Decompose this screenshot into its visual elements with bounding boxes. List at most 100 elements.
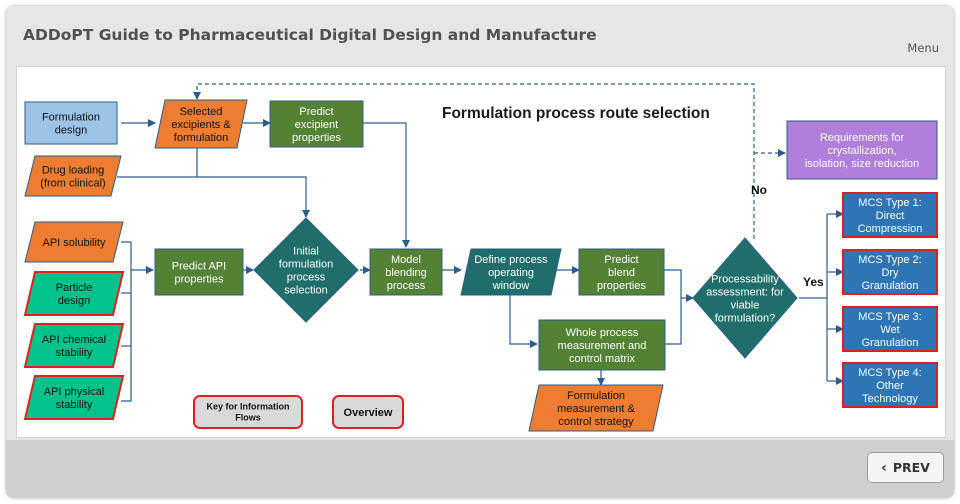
node-mcs1-text: MCS Type 1: xyxy=(858,197,921,209)
node-whole-process-shape xyxy=(538,319,666,371)
node-selected-excipients-text: excipients & xyxy=(171,119,231,131)
diagram-canvas: Formulation process route selection No Y… xyxy=(16,66,946,438)
node-initial-formulation-text: selection xyxy=(284,284,327,296)
edge-define-whole xyxy=(509,292,538,348)
menu-button[interactable]: Menu xyxy=(907,41,939,55)
node-mcs2-text: Dry xyxy=(881,267,899,279)
node-requirements-text: crystallization, xyxy=(827,145,896,157)
node-drug-loading-text: (from clinical) xyxy=(40,177,105,189)
overview-button-shape xyxy=(332,395,404,429)
node-formulation-strategy-text: measurement & xyxy=(557,403,635,415)
node-mcs3-text: MCS Type 3: xyxy=(858,311,921,323)
overview-button-label: Overview xyxy=(344,407,393,419)
edge-whole-proc xyxy=(664,298,682,345)
node-mcs2-text: Granulation xyxy=(862,280,919,292)
node-predict-api-shape xyxy=(154,248,244,296)
overview-button[interactable]: Overview xyxy=(332,395,404,429)
node-predict-excipient-text: Predict xyxy=(299,106,333,118)
node-mcs4-shape xyxy=(842,362,938,408)
node-whole-process-text: measurement and xyxy=(558,340,647,352)
node-api-physical-text: stability xyxy=(56,399,93,411)
chevron-left-icon: ‹ xyxy=(881,459,887,476)
node-define-process-shape xyxy=(460,248,562,296)
node-initial-formulation-text: formulation xyxy=(279,258,333,270)
node-mcs3-text: Wet xyxy=(880,324,899,336)
label-no: No xyxy=(751,183,767,197)
node-formulation-design-text: Formulation xyxy=(42,111,100,123)
node-formulation-strategy-text: control strategy xyxy=(558,416,634,428)
key-button-label: Flows xyxy=(235,413,261,423)
node-mcs3-text: Granulation xyxy=(862,337,919,349)
node-predict-blend-text: properties xyxy=(597,280,646,292)
node-predict-excipient-text: excipient xyxy=(295,119,338,131)
node-formulation-design-shape xyxy=(24,101,118,145)
node-model-blending-text: blending xyxy=(385,267,427,279)
node-define-process-text: window xyxy=(492,280,530,292)
node-predict-excipient-text: properties xyxy=(292,132,341,144)
node-predict-api-text: properties xyxy=(175,273,224,285)
node-api-physical-text: API physical xyxy=(44,386,105,398)
prev-button[interactable]: ‹ PREV xyxy=(867,452,944,483)
key-button-label: Key for Information xyxy=(206,402,289,412)
node-mcs4-text: Other xyxy=(876,380,904,392)
node-particle-design-shape xyxy=(23,271,125,316)
node-selected-excipients-text: formulation xyxy=(174,132,228,144)
node-processability-shape xyxy=(692,237,798,359)
node-drug-loading[interactable]: Drug loading(from clinical) xyxy=(24,155,122,197)
node-model-blending-text: process xyxy=(387,280,426,292)
node-requirements-shape xyxy=(786,120,938,180)
node-predict-blend-text: Predict xyxy=(604,254,638,266)
node-predict-blend-shape xyxy=(578,248,665,296)
node-define-process-text: operating xyxy=(488,267,534,279)
node-selected-excipients-shape xyxy=(154,99,248,149)
node-api-chemical-shape xyxy=(23,323,125,368)
node-predict-api-text: Predict API xyxy=(172,260,226,272)
node-requirements-text: Requirements for xyxy=(820,132,905,144)
node-whole-process-text: Whole process xyxy=(566,327,639,339)
node-mcs2-shape xyxy=(842,249,938,295)
edge-inputs-bracket xyxy=(121,241,132,402)
node-api-solubility[interactable]: API solubility xyxy=(24,221,124,263)
node-mcs1-text: Compression xyxy=(858,223,923,235)
label-yes: Yes xyxy=(803,275,824,289)
node-mcs3-shape xyxy=(842,306,938,352)
node-processability-text: Processability xyxy=(711,273,779,285)
node-whole-process-text: control matrix xyxy=(569,353,636,365)
node-processability-text: assessment: for xyxy=(706,286,784,298)
node-requirements[interactable]: Requirements forcrystallization,isolatio… xyxy=(786,120,938,180)
node-mcs1-text: Direct xyxy=(876,210,905,222)
node-particle-design-text: Particle xyxy=(56,282,93,294)
node-predict-excipient-shape xyxy=(269,100,364,148)
node-particle-design-text: design xyxy=(58,295,90,307)
node-drug-loading-shape xyxy=(24,155,122,197)
node-api-physical-shape xyxy=(23,375,125,420)
node-processability-text: formulation? xyxy=(715,312,776,324)
node-api-chemical-text: API chemical xyxy=(42,334,106,346)
node-drug-loading-text: Drug loading xyxy=(42,164,104,176)
node-define-process-text: Define process xyxy=(474,254,548,266)
prev-label: PREV xyxy=(892,460,930,475)
edge-selected-initial xyxy=(196,144,310,218)
node-mcs2-text: MCS Type 2: xyxy=(858,254,921,266)
node-mcs4-text: Technology xyxy=(862,393,918,405)
flow-diagram: Formulation process route selection No Y… xyxy=(23,83,938,432)
